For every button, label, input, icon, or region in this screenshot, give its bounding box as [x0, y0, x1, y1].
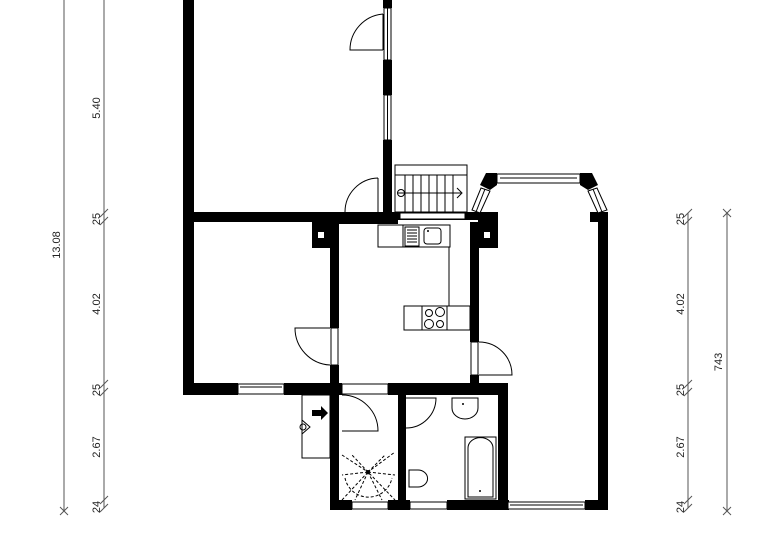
cooktop-icon: [424, 307, 445, 329]
dim-left-4: 25: [91, 384, 103, 396]
dim-total-right: 743: [713, 353, 725, 371]
bathroom-fixtures: [408, 397, 497, 500]
stairs-upper: [394, 164, 468, 213]
dish-drainer: [404, 226, 420, 247]
right-dimensions: 743 25 4.02 25 2.67 24: [675, 208, 732, 516]
dim-left-3: 4.02: [91, 293, 103, 314]
dim-right-2: 4.02: [675, 293, 687, 314]
pillar-right: [484, 232, 490, 238]
left-dimensions: 13.08 5.40 25 4.02 25 2.67 24: [51, 0, 109, 516]
dim-right-1: 25: [675, 213, 687, 225]
windows: [237, 7, 608, 510]
doors: [294, 13, 513, 432]
dim-left-6: 24: [91, 501, 103, 513]
spiral-stairs: [341, 451, 396, 501]
washbasin-icon: [451, 397, 479, 420]
entry-steps: [299, 394, 331, 459]
dim-left-5: 2.67: [91, 436, 103, 457]
dim-right-4: 2.67: [675, 436, 687, 457]
bathtub-icon: [464, 436, 497, 500]
pillar-left: [318, 232, 324, 238]
kitchen-counter: [377, 224, 471, 331]
dim-left-1: 5.40: [91, 97, 103, 118]
entry-arrow-icon: [312, 406, 328, 420]
toilet-icon: [408, 469, 429, 488]
kitchen-sink-icon: [423, 227, 442, 245]
walls: [183, 0, 608, 510]
dim-right-5: 24: [675, 501, 687, 513]
dim-right-3: 25: [675, 384, 687, 396]
dim-left-2: 25: [91, 213, 103, 225]
dim-total-left: 13.08: [51, 231, 63, 259]
